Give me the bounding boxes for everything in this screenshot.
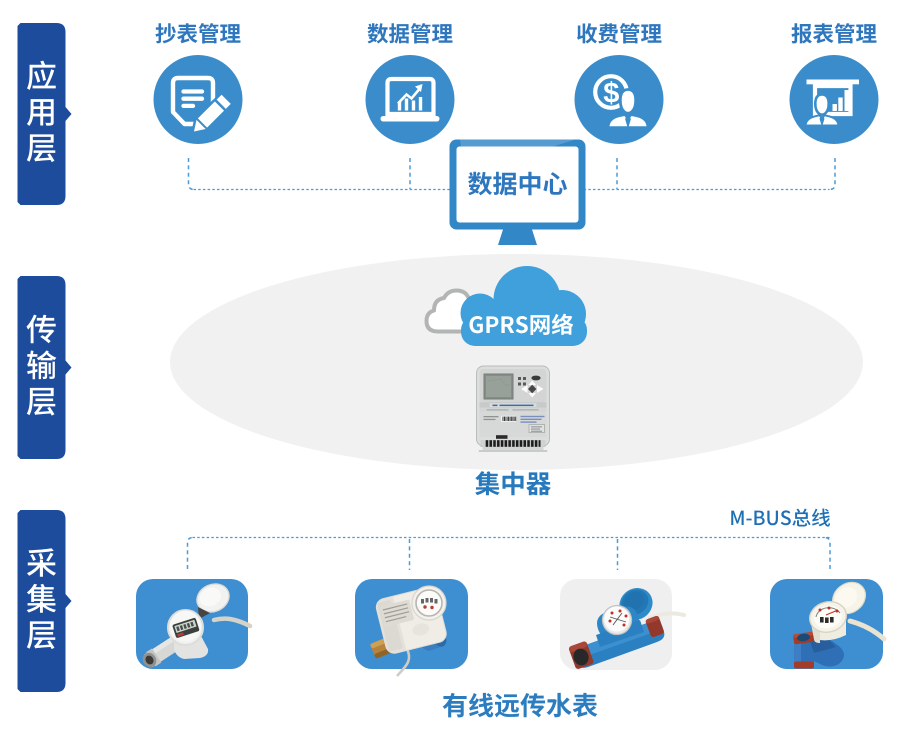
svg-text:$: $ <box>603 78 619 110</box>
